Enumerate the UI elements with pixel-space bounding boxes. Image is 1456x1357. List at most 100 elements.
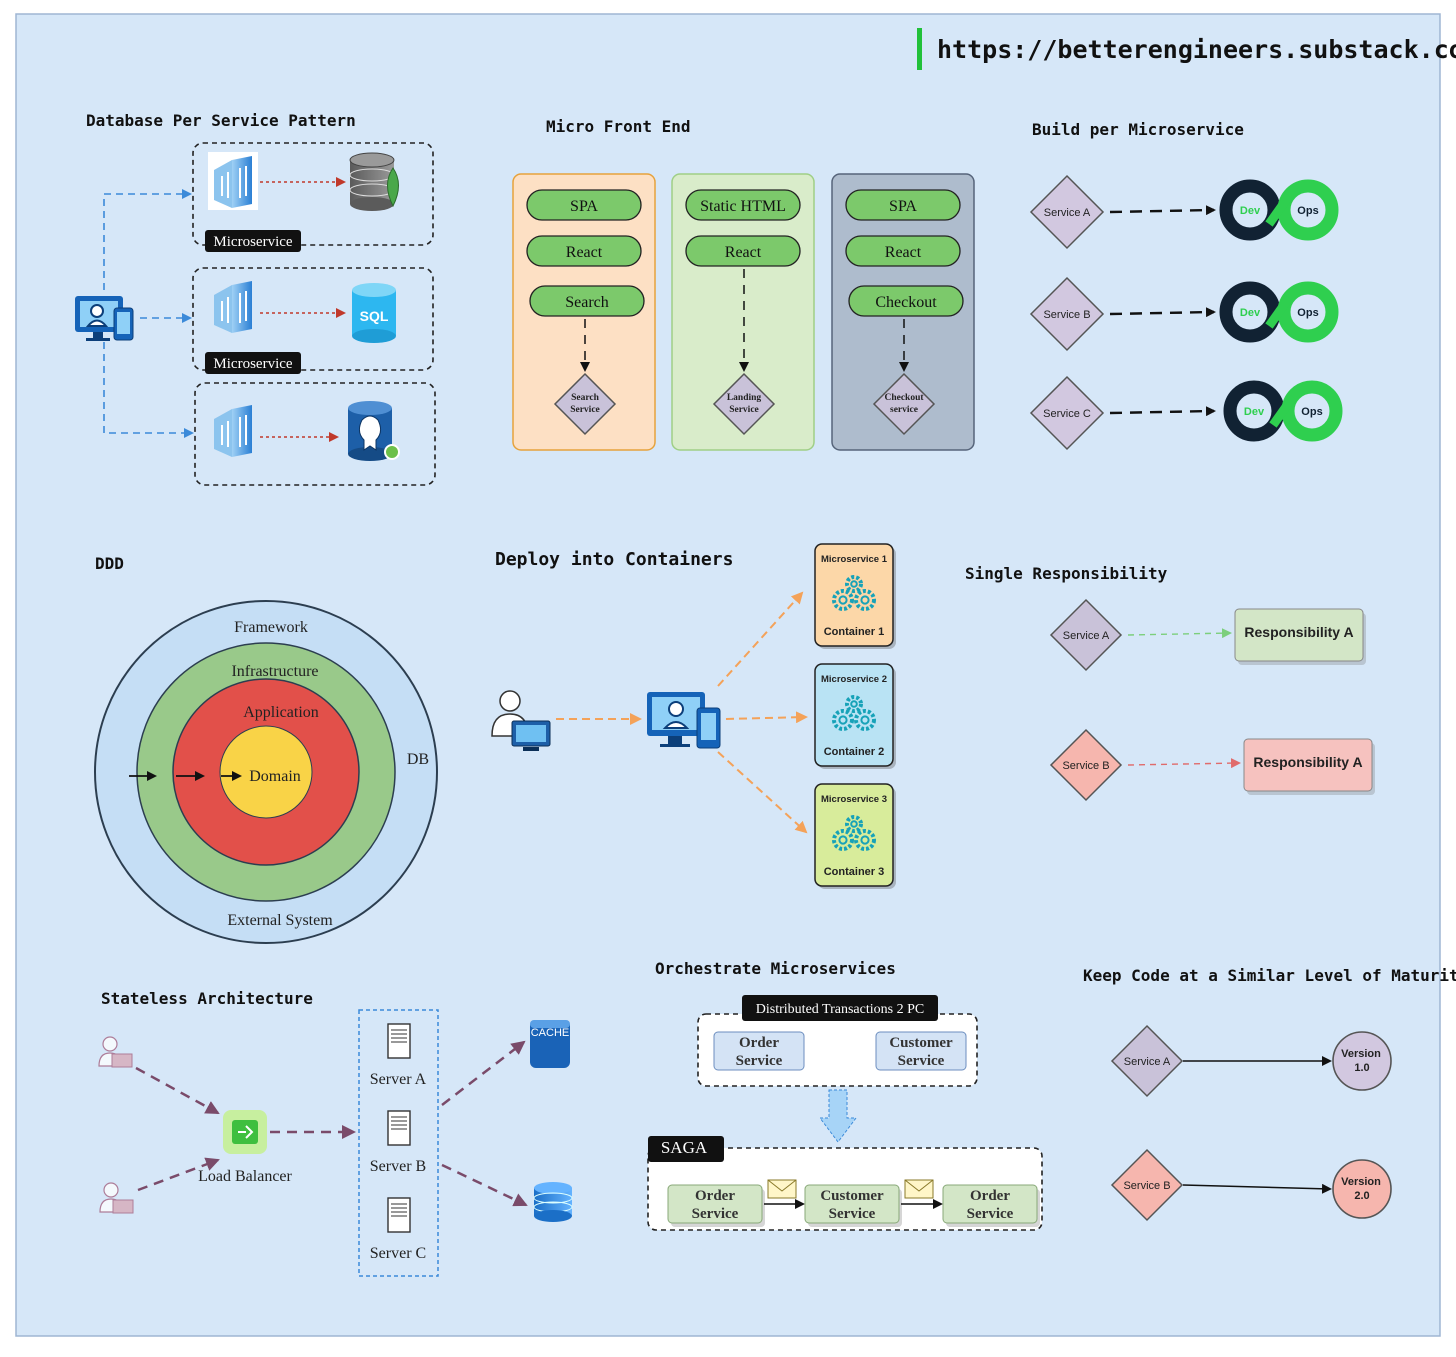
saga-service-box[interactable] [942, 1184, 1038, 1224]
gears-icon [832, 575, 876, 611]
deploy-arrow-2 [725, 711, 808, 724]
container-microservice-label: Microservice 2 [821, 674, 887, 685]
saga-service-box[interactable] [804, 1184, 900, 1224]
mfe-pill-spa[interactable] [845, 189, 961, 221]
build-service-label: Service A [1044, 207, 1091, 219]
user-to-lb-arrow-2 [137, 1157, 220, 1192]
mfe-service-diamond [553, 372, 617, 436]
build-service-diamond [1029, 276, 1105, 352]
sr-responsibility-box[interactable] [1234, 608, 1364, 662]
mfe-pill-label: Search [565, 294, 609, 311]
deploy-containers-title: Deploy into Containers [495, 549, 733, 570]
container-label: Container 2 [824, 746, 885, 758]
developer-icon [491, 690, 551, 751]
server-icon [387, 1110, 411, 1146]
mfe-pill-static-html[interactable] [685, 189, 801, 221]
sr-arrow [1127, 758, 1241, 769]
version-label-line1: Version [1341, 1176, 1381, 1188]
service-group-1 [192, 142, 434, 246]
version-circle[interactable] [1332, 1159, 1392, 1219]
mfe-pill-react[interactable] [845, 235, 961, 267]
sr-responsibility-label: Responsibility A [1253, 754, 1362, 770]
sr-service-label: Service A [1063, 630, 1110, 642]
dev-label: Dev [1240, 307, 1261, 319]
postgres-database-icon [348, 401, 400, 461]
build-arrow [1109, 307, 1216, 318]
micro-front-end-section: Micro Front End SPAReactSearchSearchServ… [512, 117, 975, 451]
service-group-3 [194, 382, 436, 486]
load-balancer-icon [223, 1110, 267, 1154]
container-microservice-label: Microservice 3 [821, 794, 887, 805]
micro-front-end-title: Micro Front End [546, 117, 691, 136]
url-link[interactable]: https://betterengineers.substack.com [937, 35, 1456, 64]
ddd-external-label: External System [227, 912, 333, 929]
mfe-pill-checkout[interactable] [848, 285, 964, 317]
maturity-arrow [1182, 1183, 1332, 1194]
dev-label: Dev [1240, 205, 1261, 217]
route-to-service-1 [103, 189, 192, 290]
build-service-label: Service B [1043, 309, 1090, 321]
two-pc-customer-line2: Service [898, 1053, 945, 1069]
server-pool [358, 1009, 439, 1277]
db-per-service-title: Database Per Service Pattern [86, 111, 356, 130]
deploy-arrow-3 [717, 751, 808, 834]
url-accent-bar [917, 28, 922, 70]
container-label: Container 3 [824, 866, 885, 878]
saga-label: SAGA [661, 1138, 708, 1157]
maturity-section: Keep Code at a Similar Level of Maturity… [1083, 966, 1456, 1222]
two-pc-order-line2: Service [736, 1053, 783, 1069]
saga-service-box[interactable] [667, 1184, 763, 1224]
ddd-domain-core [219, 725, 313, 819]
saga-tag [648, 1136, 724, 1162]
container-microservice-label: Microservice 1 [821, 554, 888, 565]
container-box-3[interactable] [814, 783, 894, 887]
container-box-2[interactable] [814, 663, 894, 767]
mfe-pill-react[interactable] [526, 235, 642, 267]
two-pc-order-service [713, 1031, 805, 1071]
mfe-service-label-line2: service [890, 405, 918, 415]
mfe-pill-label: SPA [889, 198, 917, 215]
mfe-pill-spa[interactable] [526, 189, 642, 221]
single-responsibility-title: Single Responsibility [965, 564, 1168, 583]
nosql-database-icon [349, 152, 399, 211]
mfe-pill-label: Checkout [875, 294, 937, 311]
mfe-service-label-line2: Service [570, 405, 600, 415]
database-icon [533, 1182, 573, 1222]
server-icon [387, 1023, 411, 1059]
container-box-1[interactable] [814, 543, 894, 647]
user-to-lb-arrow-1 [135, 1066, 220, 1115]
sql-label: SQL [360, 308, 389, 324]
version-circle[interactable] [1332, 1031, 1392, 1091]
build-per-microservice-title: Build per Microservice [1032, 120, 1244, 139]
servers-to-db-arrow [441, 1163, 528, 1207]
cache-icon: CACHE [530, 1020, 570, 1068]
ddd-infrastructure-label: Infrastructure [231, 663, 318, 680]
mfe-pill-label: React [566, 244, 603, 261]
maturity-service-label: Service B [1123, 1180, 1170, 1192]
sr-responsibility-box[interactable] [1243, 738, 1373, 792]
mfe-pill-label: React [885, 244, 922, 261]
maturity-title: Keep Code at a Similar Level of Maturity [1083, 966, 1456, 985]
container-label: Container 1 [824, 626, 885, 638]
deploy-arrow-1 [717, 591, 804, 687]
orchestrate-title: Orchestrate Microservices [655, 959, 896, 978]
version-label-line1: Version [1341, 1048, 1381, 1060]
mfe-service-diamond [872, 372, 936, 436]
mfe-pill-label: Static HTML [700, 198, 786, 215]
saga-service-line1: Customer [820, 1188, 884, 1204]
dev-label: Dev [1244, 406, 1265, 418]
ops-label: Ops [1297, 205, 1318, 217]
message-envelope-icon [767, 1179, 797, 1199]
mfe-pill-search[interactable] [529, 285, 645, 317]
build-arrow [1109, 406, 1216, 417]
server-label: Server C [370, 1245, 426, 1262]
build-service-label: Service C [1043, 408, 1091, 420]
sr-service-label: Service B [1062, 760, 1109, 772]
version-label-line2: 1.0 [1354, 1062, 1369, 1074]
sql-database-icon: SQL [352, 283, 396, 343]
mfe-service-label-line1: Search [571, 393, 600, 403]
mfe-pill-react[interactable] [685, 235, 801, 267]
